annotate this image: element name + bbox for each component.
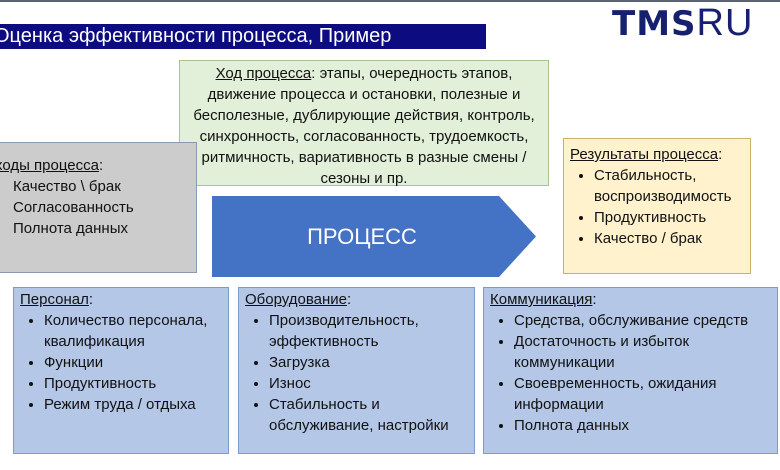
results-box: Результаты процесса: Стабильность, воспр… <box>563 138 751 274</box>
inputs-box: ходы процесса: Качество \ брак Согласова… <box>0 142 197 273</box>
process-label: ПРОЦЕСС <box>307 224 417 249</box>
personnel-box: Персонал: Количество персонала, квалифик… <box>13 287 229 454</box>
communication-box: Коммуникация: Средства, обслуживание сре… <box>483 287 778 454</box>
arrow-shape <box>212 196 536 277</box>
slide-title: Оценка эффективности процесса, Пример <box>0 24 486 49</box>
logo: TMSRU <box>612 2 754 44</box>
top-border <box>0 0 780 2</box>
equipment-box: Оборудование: Производительность, эффект… <box>238 287 475 454</box>
process-arrow <box>212 196 536 277</box>
process-flow-box: Ход процесса: этапы, очередность этапов,… <box>179 60 549 187</box>
